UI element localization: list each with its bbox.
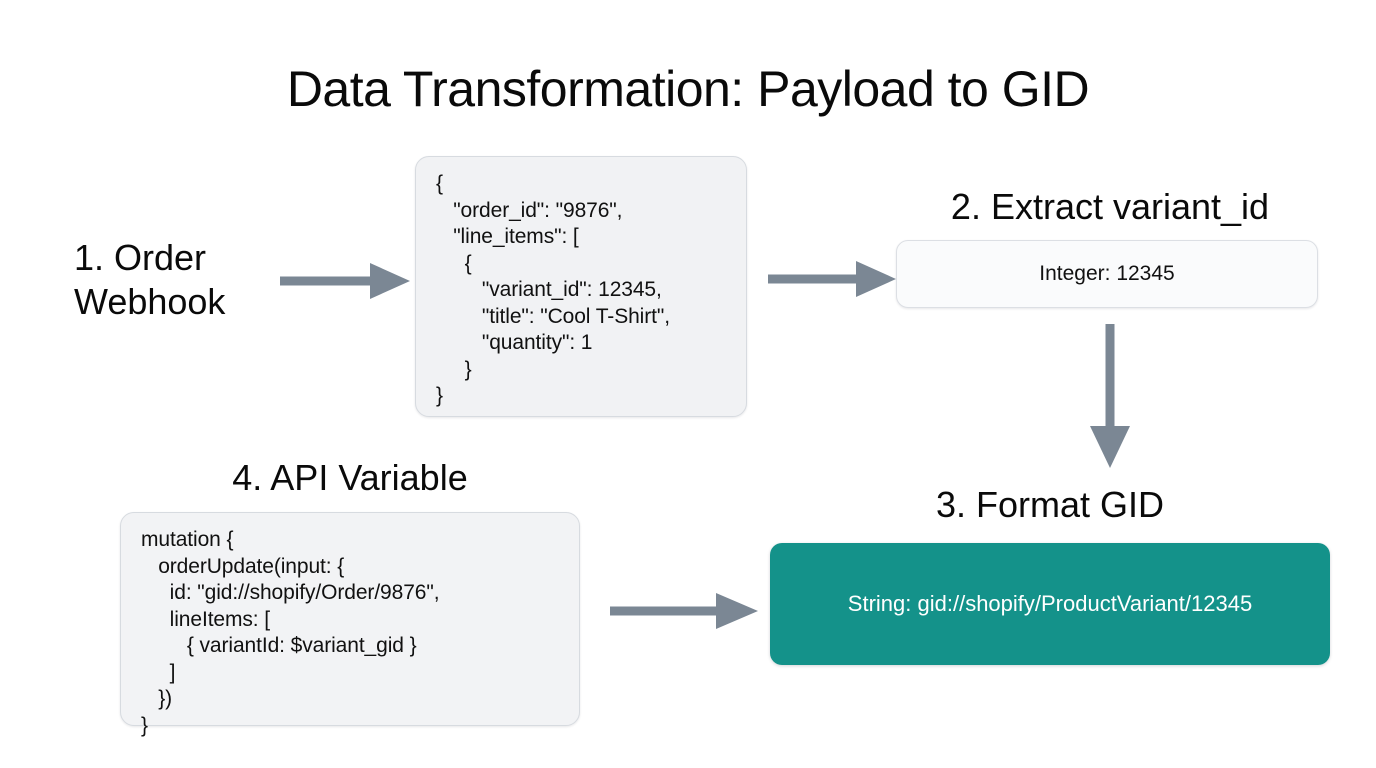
page-title: Data Transformation: Payload to GID [286,61,1090,117]
arrow-mutation-to-gid-icon [608,588,764,639]
step-4-label: 4. API Variable [232,457,468,498]
step-2-label: 2. Extract variant_id [950,186,1270,227]
extracted-value-text: Integer: 12345 [1039,262,1175,285]
api-mutation-card: mutation { orderUpdate(input: { id: "gid… [120,512,580,737]
extracted-value-card: Integer: 12345 [896,240,1318,308]
step-1-label: 1. Order Webhook [74,237,226,322]
order-payload-card: { "order_id": "9876", "line_items": [ { … [415,156,747,417]
arrow-payload-to-value-icon [766,256,900,307]
arrow-webhook-to-payload-icon [278,258,414,309]
arrow-value-to-gid-icon [1080,322,1140,477]
formatted-gid-card: String: gid://shopify/ProductVariant/123… [770,543,1330,665]
order-payload-code: { "order_id": "9876", "line_items": [ { … [436,172,670,407]
step-3-label: 3. Format GID [935,484,1165,525]
formatted-gid-text: String: gid://shopify/ProductVariant/123… [847,591,1253,616]
api-mutation-code: mutation { orderUpdate(input: { id: "gid… [141,528,440,737]
